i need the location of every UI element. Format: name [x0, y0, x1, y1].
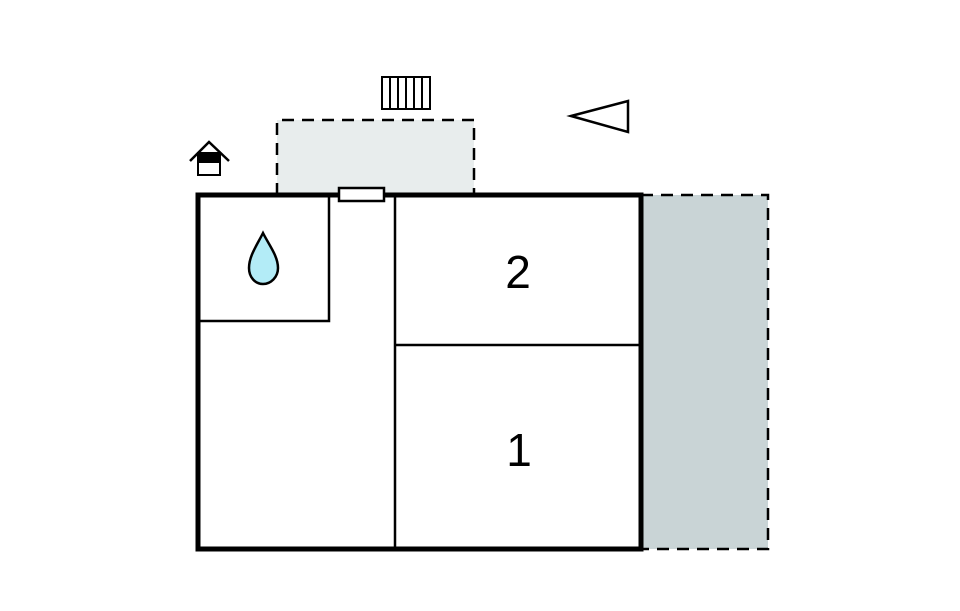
radiator-icon [381, 76, 431, 110]
room-label-2: 2 [505, 246, 531, 298]
window-icon [337, 186, 386, 203]
patio-top [275, 118, 476, 195]
interior-walls [198, 195, 641, 549]
water-drop-icon [247, 230, 280, 286]
terrace-right [641, 193, 770, 551]
direction-arrow-icon [566, 99, 630, 134]
outer-walls [195, 192, 644, 552]
house-icon [189, 140, 230, 176]
room-label-1: 1 [506, 424, 532, 476]
